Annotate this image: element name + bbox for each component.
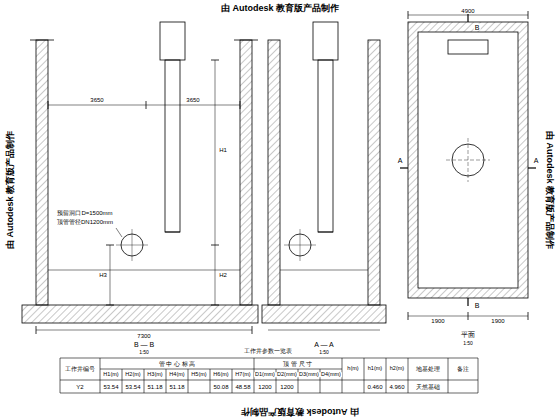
table-header: 工作井编号: [64, 366, 96, 372]
table-rule: [100, 369, 342, 370]
table-cell: 1200: [279, 384, 294, 390]
table-header: h2(m): [389, 366, 405, 372]
watermark: 由 Autodesk 教育版产品制作: [240, 407, 360, 416]
table-cell: 48.58: [234, 384, 251, 390]
scale: 1:50: [318, 350, 330, 355]
table-header: D1(mm): [254, 372, 276, 378]
dimension: 1900: [490, 318, 505, 324]
table-header: 顶 管 尺 寸: [282, 361, 313, 367]
section-mark: A: [533, 157, 540, 164]
table-rule: [60, 358, 478, 359]
dimension: H3: [98, 272, 108, 278]
table-cell: 4.960: [388, 384, 405, 390]
section-mark: B: [474, 302, 481, 309]
table-rule: [60, 358, 61, 393]
table-cell: 51.18: [146, 384, 163, 390]
table-cell: 天然基础: [415, 384, 441, 390]
table-rule: [478, 358, 479, 393]
table-rule: [448, 358, 449, 393]
note: 顶管管径DN1200mm: [56, 219, 114, 225]
watermark: 由 Autodesk 教育版产品制作: [545, 130, 554, 250]
table-rule: [188, 369, 189, 393]
view-title: 平面: [460, 331, 476, 338]
table-cell: 53.54: [124, 384, 141, 390]
dimension: 1900: [430, 318, 445, 324]
table-header: 管 中 心 标 高: [158, 361, 197, 367]
table-header: H2(m): [124, 372, 141, 378]
table-title: 工作井参数一览表: [243, 348, 293, 354]
table-rule: [100, 358, 101, 393]
dimension: H1: [218, 147, 228, 153]
table-header: D2(mm): [276, 372, 298, 378]
table-rule: [60, 393, 478, 394]
table-header: H6(m): [212, 372, 229, 378]
dimension: 4900: [460, 8, 475, 14]
table-header: H7(m): [234, 372, 251, 378]
table-rule: [386, 358, 387, 393]
table-cell: 1200: [257, 384, 272, 390]
table-header: h1(m): [367, 366, 383, 372]
dimension: 7300: [136, 333, 151, 339]
scale: 1:50: [462, 341, 474, 346]
table-rule: [122, 369, 123, 393]
table-header: h(m): [346, 366, 359, 372]
dimension: 3650: [89, 97, 104, 103]
watermark: 由 Autodesk 教育版产品制作: [6, 130, 15, 250]
table-header: H1(m): [102, 372, 119, 378]
table-header: H3(m): [146, 372, 163, 378]
note: 预留洞口D=1500mm: [56, 210, 113, 216]
section-mark: A: [397, 157, 404, 164]
dimension: H2: [218, 272, 228, 278]
table-header: H5(m): [190, 372, 207, 378]
table-rule: [232, 369, 233, 393]
dimension: 3650: [185, 97, 200, 103]
table-header: H4(m): [168, 372, 185, 378]
table-rule: [144, 369, 145, 393]
section-mark: B: [474, 24, 481, 31]
table-cell: 53.54: [102, 384, 119, 390]
table-rule: [166, 369, 167, 393]
table-header: D3(mm): [298, 372, 320, 378]
table-header: D4(mm): [320, 372, 342, 378]
scale: 1:50: [138, 350, 150, 355]
view-title: B — B: [133, 341, 155, 348]
table-cell: 0.460: [366, 384, 383, 390]
table-rule: [210, 369, 211, 393]
table-cell: 50.08: [212, 384, 229, 390]
table-cell: Y2: [75, 384, 84, 390]
table-header: 地基处理: [415, 366, 441, 372]
view-title: A — A: [313, 341, 334, 348]
table-cell: 51.18: [168, 384, 185, 390]
table-rule: [408, 358, 409, 393]
table-rule: [60, 380, 478, 381]
table-header: 备注: [456, 366, 470, 372]
table-rule: [364, 358, 365, 393]
watermark: 由 Autodesk 教育版产品制作: [220, 4, 340, 13]
